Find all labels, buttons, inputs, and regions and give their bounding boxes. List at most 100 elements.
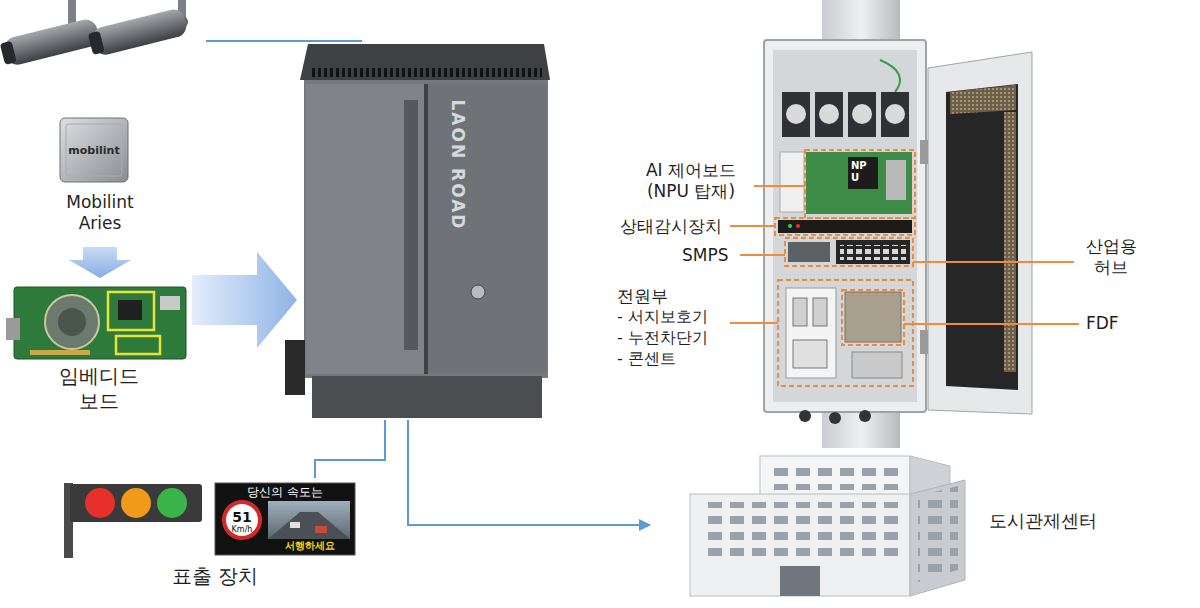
callout-label: AI 제어보드 (NPU 탑재) [632,160,750,203]
control-center-building [760,456,910,496]
control-center-building [690,456,965,596]
cabinet-body [300,44,550,80]
leader-line [913,261,1074,263]
leader-line [904,323,1079,325]
embedded-board [116,336,160,354]
traffic-light [64,483,202,558]
callout-dashed-box [842,290,904,345]
brand-mark: LAON ROAD [446,100,467,231]
callout-label: 상태감시장치 [620,216,722,237]
speed-sign-screen [315,526,327,533]
list-item: - 콘센트 [617,349,676,369]
open-cabinet [782,92,810,137]
traffic-light [157,488,187,518]
board-caption: 임베디드 보드 [49,364,149,414]
open-cabinet [788,242,830,262]
npu-chip [60,118,128,182]
speed-sign-screen [268,501,350,539]
control-center-building [780,566,820,596]
list-item: - 누전차단기 [617,328,708,348]
cctv-camera [0,41,17,65]
open-cabinet [793,298,807,326]
open-cabinet [806,152,912,214]
callout-label: 산업용 허브 [1080,236,1142,279]
callout-dashed-box [775,218,915,235]
open-cabinet [780,152,804,212]
callout-dashed-box [778,280,913,386]
cctv-camera [90,7,189,57]
cabinet-body [428,84,546,374]
traffic-light [85,488,115,518]
speed-sign-screen [290,522,300,528]
open-cabinet [848,92,876,137]
cabinet-body [312,376,542,418]
open-cabinet [859,410,871,422]
open-cabinet [848,157,878,189]
center-name: 도시관제센터 [980,510,1105,533]
open-cabinet [829,412,841,424]
leader-line [730,186,1079,324]
callout-dashed-box [805,150,915,218]
flow-arrow [192,252,297,348]
open-cabinet [1004,112,1016,372]
open-cabinet [946,84,1018,390]
open-cabinet [852,104,872,124]
cctv-camera [0,17,101,68]
cabinet-body [471,285,485,299]
open-cabinet [799,410,811,422]
ai-chip: mobilintMobilint Aries [45,110,155,245]
roadside-cabinet: LAON ROAD [300,40,550,420]
cabinet-body [285,44,550,418]
sign-message: 서행하세요 [265,540,355,553]
cctv-camera [0,0,189,68]
embedded-board [6,318,20,340]
open-cabinet [815,92,843,137]
callout-label: FDF [1086,313,1119,334]
embedded-board [118,300,142,320]
cabinet-body [310,68,542,77]
camera-link [206,40,362,42]
connector-line [408,420,650,525]
open-cabinet [836,240,910,264]
flow-arrow [69,247,131,278]
embedded-board [58,308,86,336]
open-cabinet [886,160,906,200]
open-cabinet [786,288,836,378]
open-cabinet [920,140,928,164]
npu-chip [60,118,128,182]
leader-line [754,185,805,187]
cabinet-body [404,100,418,350]
cctv-camera [2,17,101,67]
control-center-building [690,494,910,596]
chip-marking: NPU [851,160,869,184]
open-cabinet [764,0,1032,448]
cctv-camera [88,31,105,55]
cabinet-body [285,340,305,395]
callout-label: SMPS [682,245,729,266]
cabinet-body [424,84,428,374]
open-cabinet [928,52,1032,414]
cctv-camera [87,7,189,58]
open-cabinet [880,60,900,92]
control-center-building [770,462,900,490]
chip-brand: mobilint [63,144,125,158]
traffic-light [121,488,151,518]
open-cabinet [796,224,800,228]
open-cabinet [793,340,827,368]
chip-name: Mobilint Aries [52,192,148,235]
sign-heading: 당신의 속도는 [215,485,355,500]
list-item: - 서지보호기 [617,307,708,327]
embedded-board [14,287,186,359]
leader-line [740,254,785,256]
open-cabinet [885,104,905,124]
speed-value: 51 [222,509,262,527]
embedded-board [45,295,99,349]
open-cabinet [788,224,792,228]
embedded-board: 임베디드 보드 [8,280,190,415]
open-cabinet [881,92,909,137]
connector-line [315,420,385,478]
open-cabinet [778,220,912,233]
embedded-board [30,350,90,355]
speed-unit: Km/h [222,525,262,535]
